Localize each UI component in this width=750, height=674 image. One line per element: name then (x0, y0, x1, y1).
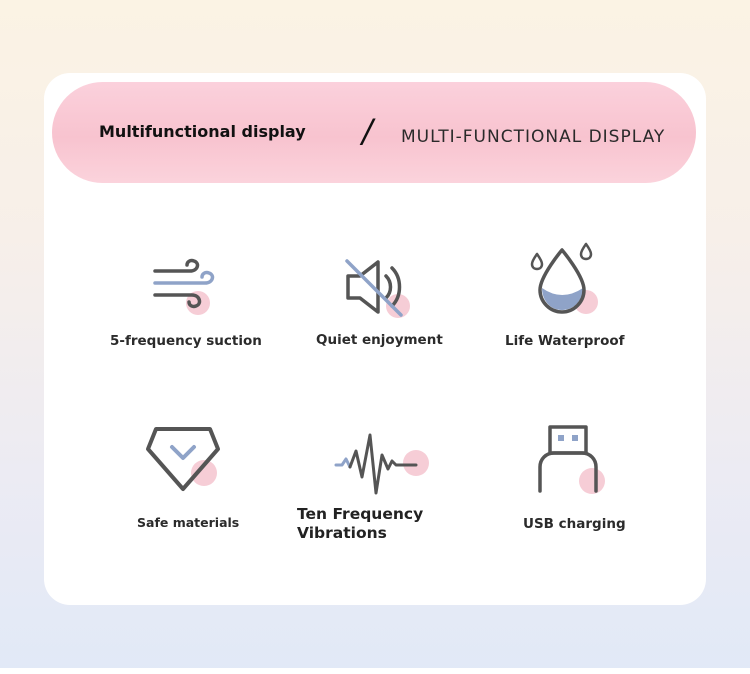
feature-label: Safe materials (137, 515, 240, 530)
feature-materials: Safe materials (126, 423, 326, 563)
feature-label: Ten Frequency Vibrations (297, 505, 424, 542)
diamond-icon (146, 427, 220, 491)
feature-label: Life Waterproof (505, 333, 625, 349)
feature-quiet: Quiet enjoyment (304, 253, 504, 393)
feature-waterproof: Life Waterproof (494, 238, 694, 378)
banner-separator: / (362, 112, 373, 150)
feature-vibrations: Ten Frequency Vibrations (296, 425, 496, 565)
feature-label: USB charging (523, 516, 626, 532)
water-drop-icon (530, 242, 598, 314)
banner-subtitle: MULTI-FUNCTIONAL DISPLAY (401, 127, 666, 147)
wind-icon (153, 258, 215, 315)
feature-label: Quiet enjoyment (316, 332, 443, 348)
banner-title: Multifunctional display (99, 122, 306, 141)
feature-label: 5-frequency suction (110, 333, 262, 349)
bottom-strip (0, 668, 750, 674)
usb-plug-icon (538, 425, 605, 494)
feature-usb: USB charging (512, 419, 712, 559)
feature-suction: 5-frequency suction (100, 253, 300, 393)
header-banner: Multifunctional display / MULTI-FUNCTION… (52, 82, 696, 183)
pulse-wave-icon (334, 433, 429, 495)
speaker-muted-icon (345, 259, 410, 318)
feature-card: Multifunctional display / MULTI-FUNCTION… (44, 73, 706, 605)
